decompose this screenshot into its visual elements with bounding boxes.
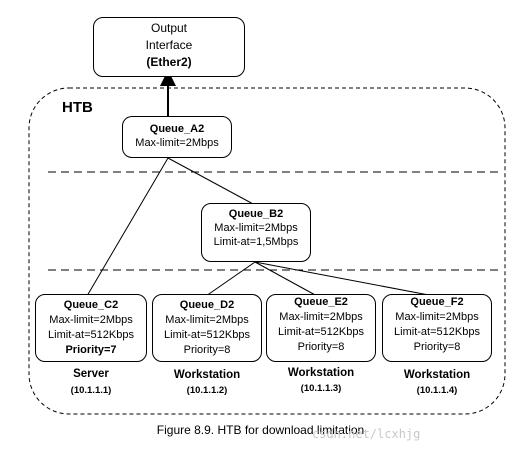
htb-label: HTB [62,99,93,116]
queue-d2-max-limit: Max-limit=2Mbps [165,314,249,326]
queue-f2-max-limit: Max-limit=2Mbps [395,311,479,323]
queue-e2-box: Queue_E2 Max-limit=2Mbps Limit-at=512Kbp… [266,294,376,362]
queue-e2-max-limit: Max-limit=2Mbps [279,311,363,323]
queue-f2-name: Queue_F2 [410,296,464,308]
queue-a2-max-limit: Max-limit=2Mbps [135,137,219,149]
queue-c2-box: Queue_C2 Max-limit=2Mbps Limit-at=512Kbp… [35,294,147,362]
queue-e2-priority: Priority=8 [297,341,345,353]
queue-d2-priority: Priority=8 [183,344,231,356]
host-d2-label: Workstation [173,369,241,381]
queue-a2-box: Queue_A2 Max-limit=2Mbps [122,116,232,158]
watermark: csdn.net/lcxhjg [312,427,421,441]
queue-c2-max-limit: Max-limit=2Mbps [49,314,133,326]
queue-f2-box: Queue_F2 Max-limit=2Mbps Limit-at=512Kbp… [382,294,492,362]
queue-d2-name: Queue_D2 [179,299,235,311]
link-b2-f2 [254,261,435,297]
host-e2-label: Workstation [287,367,355,379]
host-c2-ip: (10.1.1.1) [70,385,112,396]
queue-e2-name: Queue_E2 [294,296,348,308]
queue-c2-priority: Priority=7 [65,344,117,356]
output-interface-line1: Output [150,21,188,35]
htb-container [28,87,506,415]
queue-c2-name: Queue_C2 [63,299,119,311]
host-f2-label: Workstation [403,369,471,381]
queue-e2-limit-at: Limit-at=512Kbps [278,326,364,338]
queue-f2-limit-at: Limit-at=512Kbps [394,326,480,338]
queue-c2-limit-at: Limit-at=512Kbps [48,329,134,341]
link-b2-e2 [254,261,318,297]
link-a2-b2 [167,157,256,206]
link-b2-d2 [205,261,256,297]
queue-b2-limit-at: Limit-at=1,5Mbps [213,236,299,248]
queue-f2-priority: Priority=8 [413,341,461,353]
queue-a2-name: Queue_A2 [149,123,205,135]
queue-b2-box: Queue_B2 Max-limit=2Mbps Limit-at=1,5Mbp… [201,203,311,262]
link-a2-c2 [86,157,169,297]
queue-d2-limit-at: Limit-at=512Kbps [164,329,250,341]
host-c2-label: Server [73,368,109,380]
queue-b2-name: Queue_B2 [228,208,284,220]
host-e2-ip: (10.1.1.3) [300,383,342,394]
queue-d2-box: Queue_D2 Max-limit=2Mbps Limit-at=512Kbp… [152,294,262,362]
output-interface-line3: (Ether2) [146,55,192,69]
output-interface-line2: Interface [145,38,193,52]
host-d2-ip: (10.1.1.2) [186,385,228,396]
queue-b2-max-limit: Max-limit=2Mbps [214,222,298,234]
output-interface-box: Output Interface (Ether2) [93,17,245,77]
figure-caption: Figure 8.9. HTB for download limitation [156,423,365,437]
host-f2-ip: (10.1.1.4) [416,385,458,396]
